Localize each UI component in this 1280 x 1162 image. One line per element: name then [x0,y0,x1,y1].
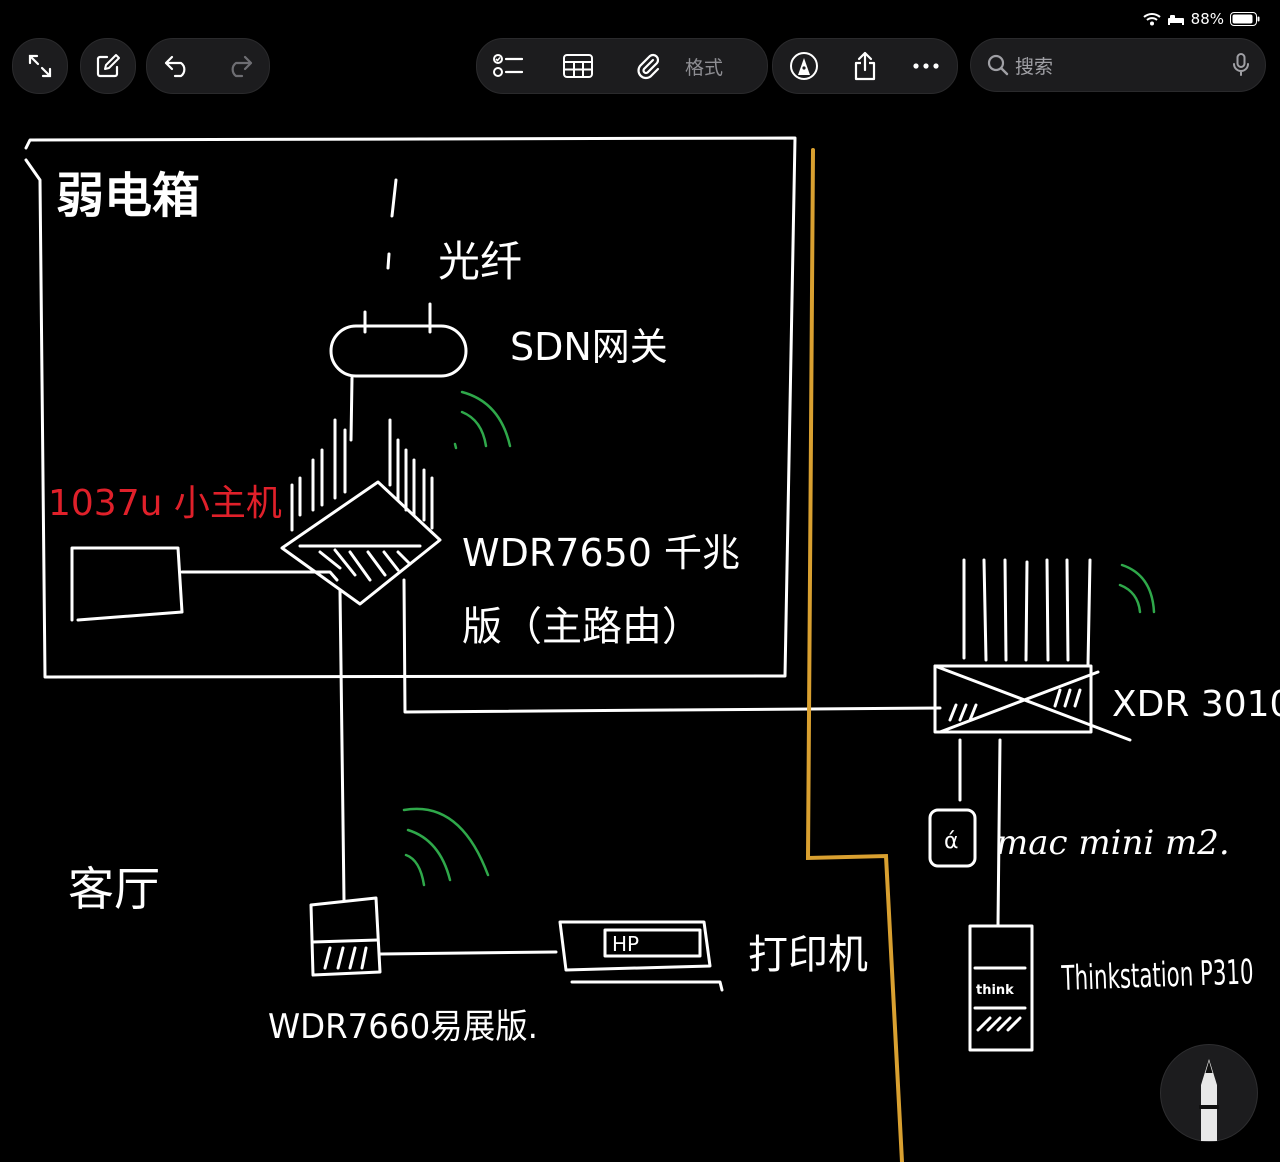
undo-button[interactable] [155,43,201,89]
undo-icon [164,55,185,78]
thinkstation-device [968,924,1034,1052]
search-placeholder: 搜索 [1015,55,1054,78]
extender-router-device [309,896,382,977]
expand-icon [28,54,52,78]
mini-pc-label: 1037u 小主机 [48,483,282,524]
battery-percent: 88% [1190,10,1224,28]
mac-mini-label: mac mini m2. [996,823,1230,863]
extender-label: WDR7660易展版. [268,1007,538,1047]
main-router-device [280,480,442,606]
share-button[interactable] [842,43,888,89]
more-button[interactable] [903,43,949,89]
sdn-gateway-device [329,324,468,378]
table-button[interactable] [555,43,601,89]
compose-icon [96,54,120,78]
mac-logo-glyph: ά [944,829,959,854]
living-room-label: 客厅 [68,862,160,916]
weak-box-title: 弱电箱 [56,168,200,224]
mini-pc-device [70,546,184,622]
format-toolbar: 格式 [476,38,768,94]
weak-current-box [24,136,797,679]
main-router-label-1: WDR7650 千兆 [462,531,740,575]
microphone-icon[interactable] [1233,53,1249,77]
main-router-label-2: 版（主路由） [462,604,702,650]
format-button[interactable]: 格式 [685,56,724,79]
attachment-button[interactable] [625,43,671,89]
bed-icon [1167,15,1184,25]
room-divider-line [805,148,904,1162]
pencil-tool-button[interactable] [1160,1044,1258,1142]
search-icon [987,54,1009,76]
xdr-label: XDR 3010 [1112,684,1280,725]
mac-mini-device [928,808,977,868]
gateway-label: SDN网关 [510,325,668,369]
redo-button[interactable] [216,43,262,89]
checklist-button[interactable] [485,43,531,89]
printer-brand: HP [612,932,639,956]
table-icon [563,54,593,78]
ellipsis-icon [913,63,939,69]
fullscreen-button[interactable] [12,38,68,94]
paperclip-icon [637,53,660,80]
xdr-router-device [933,664,1093,734]
thinkstation-label: Thinkstation P310 [1060,952,1254,999]
share-icon [854,51,876,81]
wifi-icon [1142,13,1161,26]
battery-icon [1230,12,1260,26]
pen-markup-icon [789,52,818,80]
thinkstation-badge: think [976,983,1014,998]
printer-label: 打印机 [748,932,868,978]
status-bar: 88% [1142,8,1260,30]
redo-icon [231,55,252,78]
markup-button[interactable] [781,43,827,89]
checklist-icon [493,54,523,77]
tools-toolbar [772,38,958,94]
new-note-button[interactable] [80,38,136,94]
pencil-icon [1199,1059,1219,1141]
printer-device [558,920,712,972]
fiber-label: 光纤 [438,237,522,286]
undo-redo-group [146,38,270,94]
search-field[interactable]: 搜索 [970,38,1266,92]
fiber-line [386,178,398,270]
